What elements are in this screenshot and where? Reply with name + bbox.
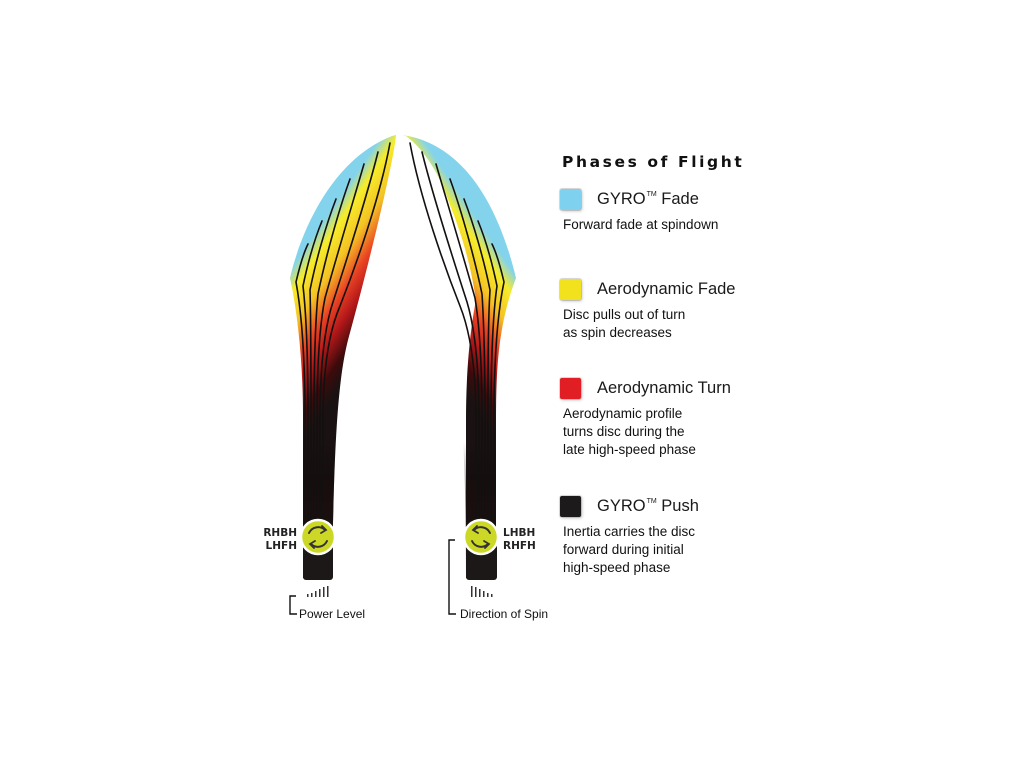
right-flight-lines (409, 142, 505, 579)
left-throw-label-1: RHBH (263, 527, 297, 539)
left-flight-path (290, 135, 396, 580)
legend-desc-gyro-push: Inertia carries the disc forward during … (563, 524, 696, 575)
right-throw-label-1: LHBH (503, 527, 535, 539)
power-level-caption: Power Level (299, 607, 365, 621)
right-spin-badge (462, 518, 500, 556)
spin-direction-icon (471, 525, 491, 549)
left-spin-badge (299, 518, 337, 556)
power-level-bracket (289, 595, 297, 615)
direction-of-spin-icon (471, 586, 493, 597)
legend-desc-aero-fade: Disc pulls out of turn as spin decreases (563, 307, 686, 340)
legend-desc-gyro-fade: Forward fade at spindown (563, 217, 719, 232)
legend-name-aero-fade: Aerodynamic Fade (597, 279, 736, 298)
legend-name-aero-turn: Aerodynamic Turn (597, 378, 731, 397)
swatch-gyro-fade (560, 188, 581, 210)
direction-of-spin-caption: Direction of Spin (460, 607, 548, 621)
spin-direction-icon (308, 525, 328, 549)
right-throw-label-2: RHFH (503, 540, 536, 552)
legend-name-gyro-push: GYROTM Push (597, 496, 699, 515)
legend-name-gyro-fade: GYROTM Fade (597, 189, 699, 208)
swatch-gyro-push (560, 495, 581, 517)
left-flight-lines (295, 142, 391, 579)
phases-legend: Phases of Flight GYROTM Fade Forward fad… (560, 150, 800, 575)
power-level-icon (307, 586, 329, 597)
direction-of-spin-bracket (448, 539, 456, 615)
legend-item-aero-fade: Aerodynamic Fade Disc pulls out of turn … (560, 276, 800, 342)
swatch-aero-turn (560, 377, 581, 399)
swatch-aero-fade (560, 278, 581, 300)
left-throw-label-2: LHFH (266, 540, 297, 552)
legend-item-gyro-fade: GYROTM Fade Forward fade at spindown (560, 186, 800, 234)
legend-item-aero-turn: Aerodynamic Turn Aerodynamic profile tur… (560, 375, 800, 459)
legend-item-gyro-push: GYROTM Push Inertia carries the disc for… (560, 493, 800, 577)
legend-title: Phases of Flight (562, 153, 745, 171)
right-flight-path (402, 135, 516, 580)
legend-desc-aero-turn: Aerodynamic profile turns disc during th… (563, 406, 696, 457)
